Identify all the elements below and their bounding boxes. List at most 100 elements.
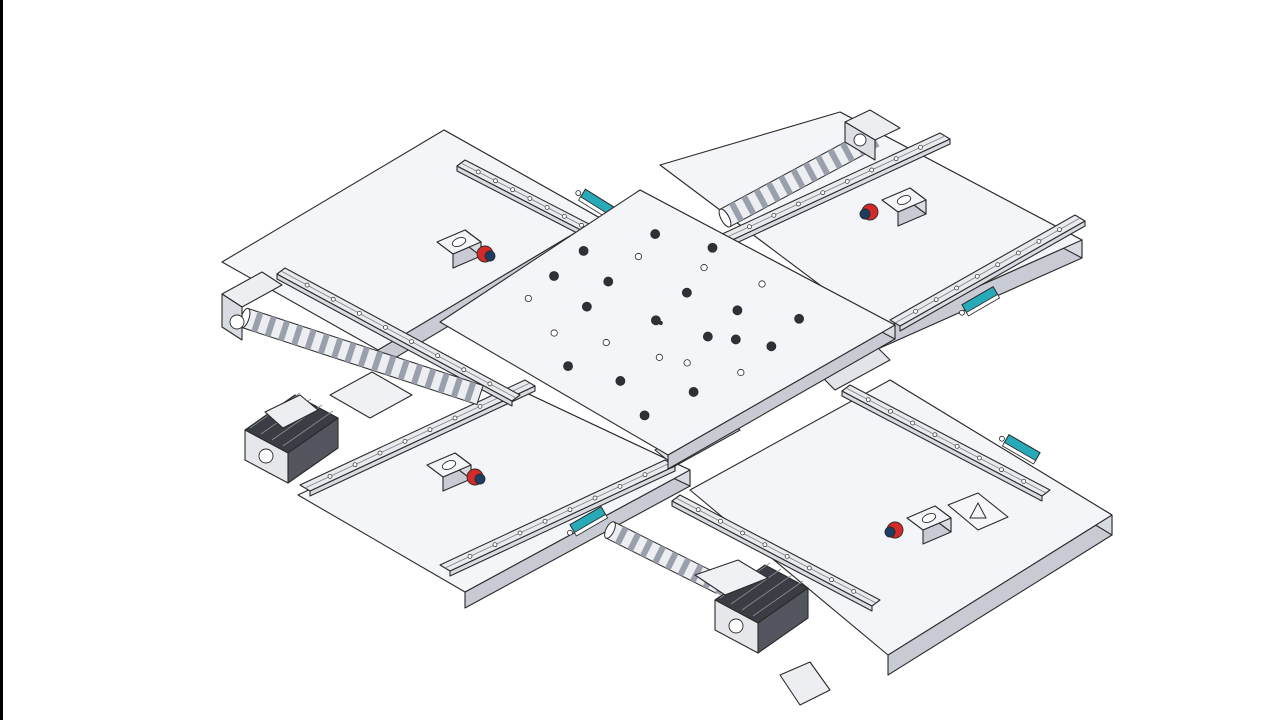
center-plate-hole — [707, 242, 718, 253]
x-rail-d-bolt — [740, 530, 746, 536]
y-ball-screw-lower-end — [604, 521, 616, 539]
center-plate-hole — [549, 271, 559, 281]
limit-button-upper-left-navy-ring — [484, 250, 496, 262]
y-ball-screw-upper-thread — [766, 181, 781, 203]
x-rail-b-bolt — [561, 213, 567, 219]
x-ball-screw-left-thread — [384, 355, 397, 377]
limit-sensor-upper-right-cable — [959, 309, 965, 316]
y-rail-a-bolt — [918, 144, 923, 150]
y-rail-a-bolt — [893, 156, 899, 162]
encoder-connector-left — [264, 394, 319, 429]
x-rail-c-bolt — [932, 432, 938, 438]
motor-coupling-bottom — [694, 559, 769, 596]
y-rail-a-bolt — [747, 224, 752, 230]
y-ball-screw-lower-thread — [665, 551, 679, 571]
servo-motor-bottom-fin — [730, 568, 782, 605]
x-rail-a-bolt — [330, 296, 336, 302]
y-rail-b-bolt — [995, 262, 1001, 268]
y-ball-screw-upper-thread — [778, 175, 794, 196]
center-plate-hole — [730, 334, 741, 345]
y-ball-screw-upper-thread — [815, 155, 831, 176]
center-plate-hole — [758, 280, 766, 288]
y-ball-screw-upper-thread — [729, 201, 744, 223]
center-plate-hole — [737, 368, 745, 377]
limit-button-upper-right-symbol — [896, 195, 912, 205]
x-rail-c-bolt — [999, 467, 1004, 473]
center-plate-hole — [603, 276, 614, 287]
limit-button-lower-right-navy-ring — [884, 526, 896, 538]
y-rail-d-bolt — [517, 530, 523, 536]
x-rail-c-bolt — [865, 397, 871, 403]
y-rail-a-bolt — [771, 212, 777, 218]
center-plate-hole — [681, 287, 692, 298]
x-rail-d-bolt — [829, 577, 834, 583]
x-rail-a-bolt — [435, 353, 441, 359]
y-ball-screw-upper-thread — [827, 148, 843, 170]
center-plate-hole — [794, 313, 805, 324]
limit-sensor-upper-right — [959, 285, 1001, 317]
window-left-border — [0, 0, 3, 720]
y-ball-screw-lower-thread — [627, 532, 641, 552]
cross-plate-lower-right-top-face — [689, 379, 1113, 656]
center-plate-hole — [650, 229, 661, 239]
servo-motor-left-fin — [282, 410, 334, 447]
encoder-connector-bottom — [779, 661, 831, 706]
limit-sensor-lower-left-bracket — [573, 513, 609, 537]
limit-sensor-upper-right-bracket — [965, 293, 1001, 317]
y-rail-d-bolt — [467, 553, 473, 559]
x-rail-a-bolt — [461, 367, 467, 373]
limit-button-lower-left-navy-ring — [474, 473, 486, 485]
x-rail-d-bolt — [695, 507, 701, 513]
center-plate-hole — [602, 338, 610, 347]
y-rail-a-groove — [724, 135, 946, 239]
center-plate-hole — [563, 361, 573, 372]
x-ball-screw-left-thread — [344, 342, 357, 363]
x-rail-a-groove — [280, 270, 517, 399]
x-rail-b-bolt — [493, 178, 498, 184]
y-rail-d-bolt — [592, 495, 598, 501]
y-rail-d-bolt — [617, 483, 623, 489]
x-rail-d-bolt — [718, 518, 723, 524]
y-rail-b-bolt — [974, 273, 980, 279]
x-ball-screw-left-thread — [397, 359, 410, 381]
y-rail-b-groove — [894, 217, 1081, 324]
y-rail-b-bolt — [913, 308, 918, 314]
x-ball-screw-left-thread — [291, 324, 304, 346]
center-plate-hole — [651, 315, 661, 326]
y-ball-screw-upper-thread — [803, 161, 818, 183]
x-rail-b-bolt — [510, 187, 516, 193]
limit-button-upper-right-navy-ring — [859, 208, 871, 220]
y-ball-screw-lower-thread — [677, 557, 691, 577]
y-rail-c-groove — [304, 382, 531, 489]
limit-sensor-lower-left-cable — [567, 529, 573, 536]
y-ball-screw-upper-thread — [753, 188, 769, 209]
y-rail-c-bolt — [452, 415, 458, 421]
x-rail-c-bolt — [954, 443, 960, 449]
x-ball-screw-left-thread — [437, 372, 450, 394]
limit-sensor-upper-left-cable — [575, 190, 582, 196]
y-rail-b-bolt — [1015, 250, 1021, 256]
x-ball-screw-left-thread — [371, 350, 384, 372]
limit-sensor-lower-right-cable — [999, 435, 1005, 442]
y-rail-d-bolt — [542, 518, 548, 524]
y-ball-screw-upper-end — [718, 208, 732, 228]
lower-assembly — [297, 109, 1086, 609]
limit-button-lower-left-symbol — [441, 460, 457, 470]
y-rail-c-bolt — [477, 403, 483, 409]
x-rail-c-groove — [845, 387, 1047, 494]
y-rail-b-bolt — [1057, 227, 1062, 233]
center-plate-hole — [702, 331, 713, 342]
center-plate-hole — [581, 301, 592, 312]
y-ball-screw-upper-thread — [840, 141, 855, 163]
x-rail-c-bolt — [1021, 478, 1027, 484]
x-rail-b-bolt — [527, 196, 533, 201]
y-rail-d-bolt — [567, 507, 573, 513]
y-rail-c-bolt — [327, 473, 333, 479]
x-ball-screw-left-thread — [317, 333, 330, 355]
center-table-assembly — [439, 189, 896, 470]
x-screw-end-block-hole — [229, 314, 245, 330]
y-rail-c-bolt — [352, 462, 358, 468]
x-ball-screw-left-thread — [251, 311, 264, 333]
x-rail-c-bolt — [888, 408, 893, 414]
x-ball-screw-left-thread — [264, 315, 277, 337]
